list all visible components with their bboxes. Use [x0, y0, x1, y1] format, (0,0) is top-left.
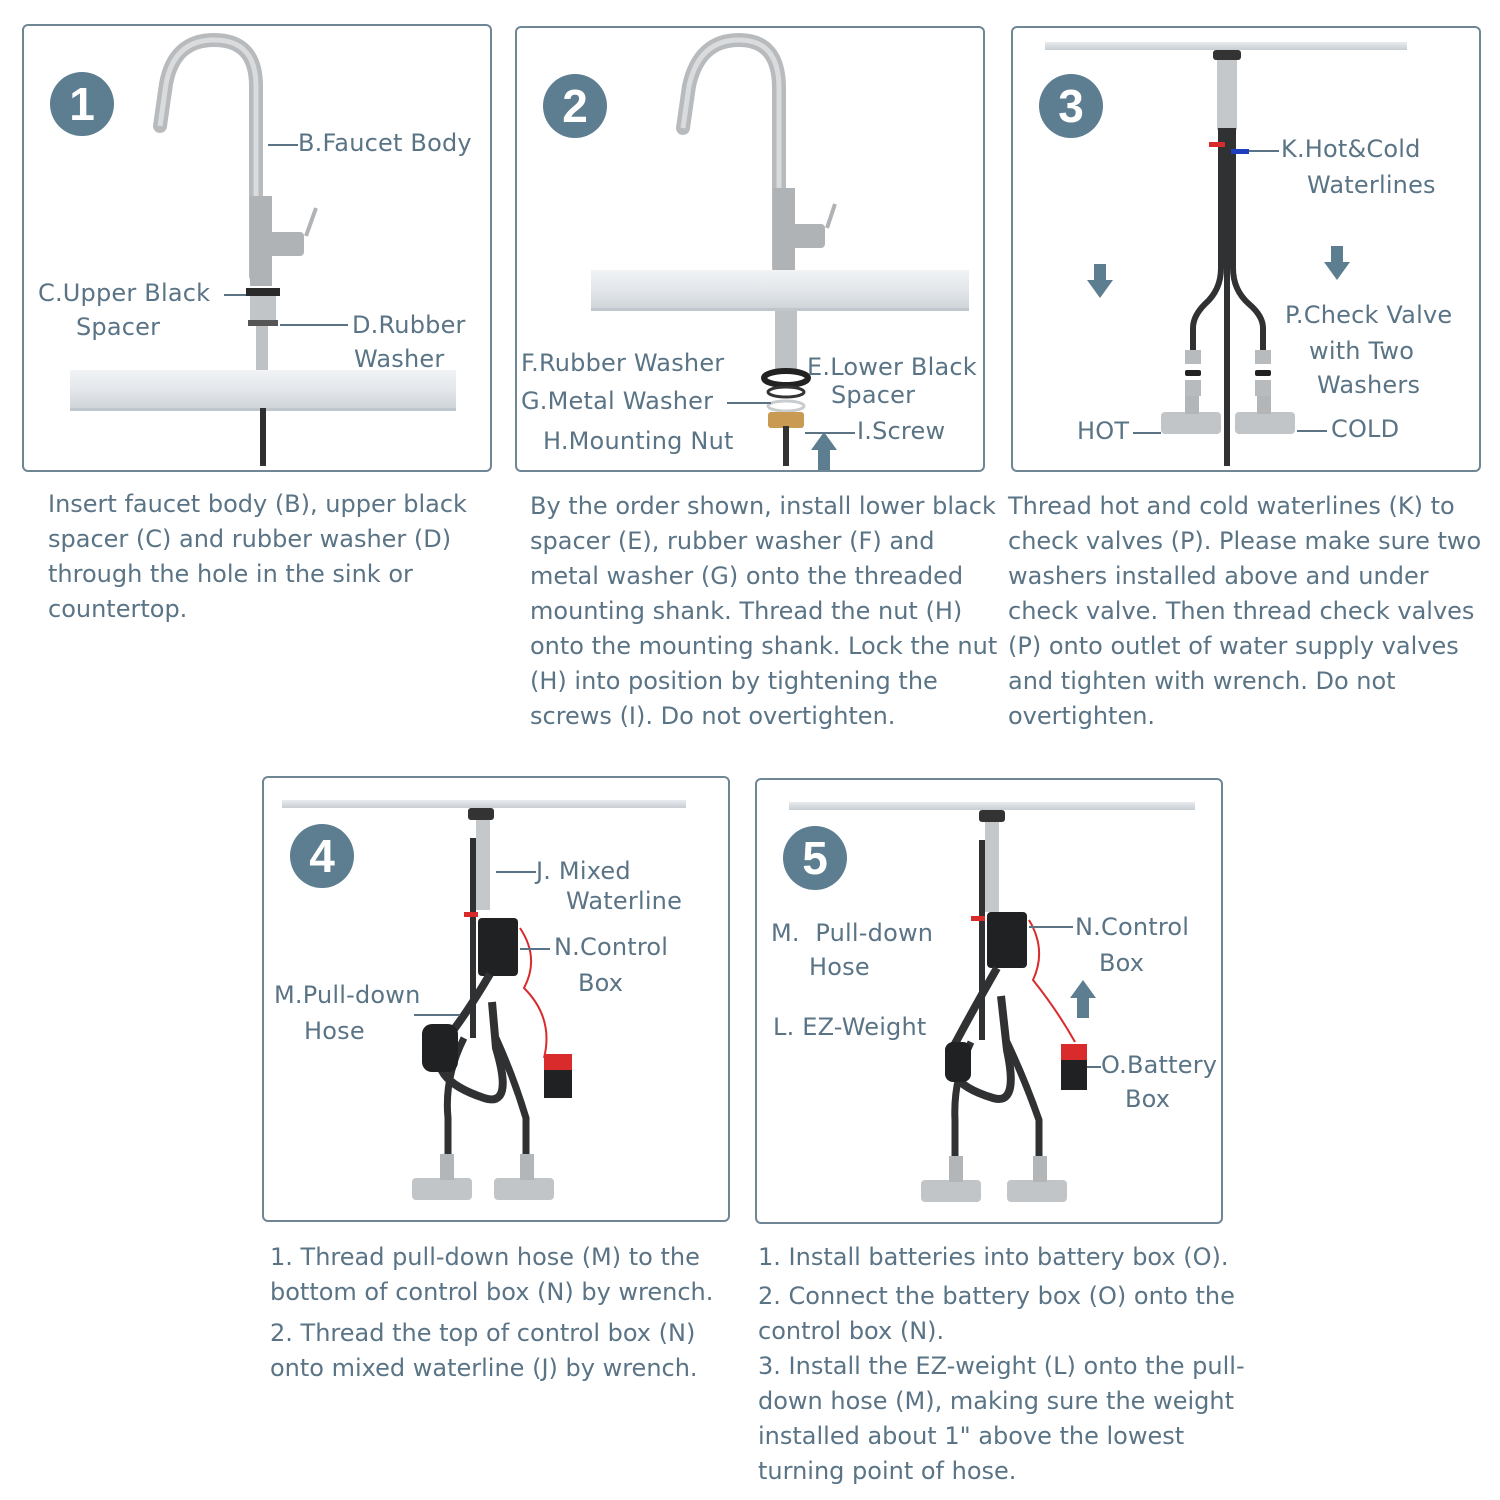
leader-line — [224, 294, 246, 296]
step-5-instruction-1: 1. Install batteries into battery box (O… — [758, 1243, 1229, 1271]
step-2-description: By the order shown, install lower black … — [530, 489, 1000, 734]
step-3-description: Thread hot and cold waterlines (K) to ch… — [1008, 489, 1488, 734]
label-mixed-waterline: J. Mixed — [536, 857, 631, 885]
label-check-valve-3: Washers — [1317, 371, 1421, 399]
label-lower-black-spacer-2: Spacer — [831, 381, 916, 409]
control-box-illustration — [412, 808, 572, 1200]
label-metal-washer: G.Metal Washer — [521, 387, 714, 415]
step-4-instruction-1: 1. Thread pull-down hose (M) to the bott… — [270, 1243, 714, 1306]
countertop — [70, 370, 456, 411]
countertop — [1045, 42, 1407, 50]
label-pulldown-hose: M.Pull-down — [274, 981, 421, 1009]
step-2-panel: 2 F.Rubber Washer G.Metal Washer H.Mount… — [515, 26, 985, 472]
step-5-panel: 5 M. Pull-down Hose L. EZ-Weight N.Contr… — [755, 778, 1223, 1224]
up-arrow-head — [1070, 980, 1096, 998]
step-4-badge: 4 — [290, 824, 354, 888]
label-pulldown-hose-2: Hose — [809, 953, 870, 981]
hot-marker — [1209, 142, 1225, 147]
label-hot: HOT — [1077, 417, 1130, 445]
label-battery-box: O.Battery — [1101, 1051, 1218, 1079]
up-arrow-head — [811, 432, 837, 450]
label-check-valve-2: with Two — [1309, 337, 1415, 365]
label-mixed-waterline-2: Waterline — [566, 887, 683, 915]
down-arrow-head — [1324, 262, 1350, 280]
label-control-box: N.Control — [1075, 913, 1190, 941]
step-1-badge: 1 — [50, 72, 114, 136]
leader-line — [1133, 432, 1161, 434]
label-mounting-nut: H.Mounting Nut — [543, 427, 734, 455]
hot-marker — [464, 912, 478, 917]
label-check-valve: P.Check Valve — [1285, 301, 1453, 329]
label-waterlines: K.Hot&Cold — [1281, 135, 1421, 163]
countertop — [282, 800, 686, 808]
step-1-text: Insert faucet body (B), upper black spac… — [48, 490, 467, 623]
step-4-panel: 4 J. Mixed Waterline N.Control Box M.Pul… — [262, 776, 730, 1222]
label-lower-black-spacer: E.Lower Black — [807, 353, 977, 381]
down-arrow-icon — [1094, 264, 1106, 282]
step-4-instructions: 1. Thread pull-down hose (M) to the bott… — [270, 1240, 750, 1386]
up-arrow-icon — [818, 450, 830, 470]
label-ez-weight: L. EZ-Weight — [773, 1013, 927, 1041]
label-faucet-body: B.Faucet Body — [298, 129, 472, 157]
step-2-badge: 2 — [543, 74, 607, 138]
leader-line — [1249, 150, 1279, 152]
step-5-instructions: 1. Install batteries into battery box (O… — [758, 1240, 1248, 1489]
label-pulldown-hose: M. Pull-down — [771, 919, 934, 947]
label-rubber-washer: F.Rubber Washer — [521, 349, 725, 377]
label-battery-box-2: Box — [1125, 1085, 1171, 1113]
leader-line — [268, 144, 298, 146]
countertop — [591, 270, 969, 311]
leader-line — [727, 402, 771, 404]
step-1-description: Insert faucet body (B), upper black spac… — [48, 487, 498, 627]
cold-marker — [1231, 149, 1249, 154]
step-3-text: Thread hot and cold waterlines (K) to ch… — [1008, 492, 1482, 730]
up-arrow-icon — [1077, 998, 1089, 1018]
down-arrow-icon — [1331, 246, 1343, 264]
step-4-instruction-2: 2. Thread the top of control box (N) ont… — [270, 1319, 698, 1382]
step-5-instruction-3: 3. Install the EZ-weight (L) onto the pu… — [758, 1352, 1245, 1485]
leader-line — [520, 948, 550, 950]
label-control-box-2: Box — [578, 969, 624, 997]
step-3-badge: 3 — [1039, 74, 1103, 138]
label-pulldown-hose-2: Hose — [304, 1017, 365, 1045]
label-screw: I.Screw — [857, 417, 946, 445]
step-5-instruction-2: 2. Connect the battery box (O) onto the … — [758, 1282, 1235, 1345]
step-2-text: By the order shown, install lower black … — [530, 492, 998, 730]
label-cold: COLD — [1331, 415, 1400, 443]
leader-line — [1087, 1066, 1101, 1068]
leader-line — [1029, 926, 1073, 928]
hot-marker — [971, 916, 985, 921]
leader-line — [414, 1014, 460, 1016]
battery-box-illustration — [921, 810, 1087, 1202]
step-3-panel: 3 K.Hot&Cold Waterlines P.Check Valve wi… — [1011, 26, 1481, 472]
label-rubber-washer: D.Rubber — [352, 311, 466, 339]
label-control-box: N.Control — [554, 933, 669, 961]
label-rubber-washer-2: Washer — [354, 345, 445, 373]
down-arrow-head — [1087, 280, 1113, 298]
waterlines-illustration — [1161, 50, 1295, 466]
label-upper-black-spacer: C.Upper Black — [38, 279, 211, 307]
step-5-badge: 5 — [783, 826, 847, 890]
leader-line — [280, 324, 348, 326]
step-1-panel: 1 B.Faucet Body C.Upper Black Spacer D.R… — [22, 24, 492, 472]
label-upper-black-spacer-2: Spacer — [76, 313, 161, 341]
leader-line — [496, 871, 536, 873]
countertop — [789, 802, 1195, 810]
waterline-hose — [260, 408, 266, 464]
label-waterlines-2: Waterlines — [1307, 171, 1436, 199]
label-control-box-2: Box — [1099, 949, 1145, 977]
leader-line — [1297, 430, 1327, 432]
